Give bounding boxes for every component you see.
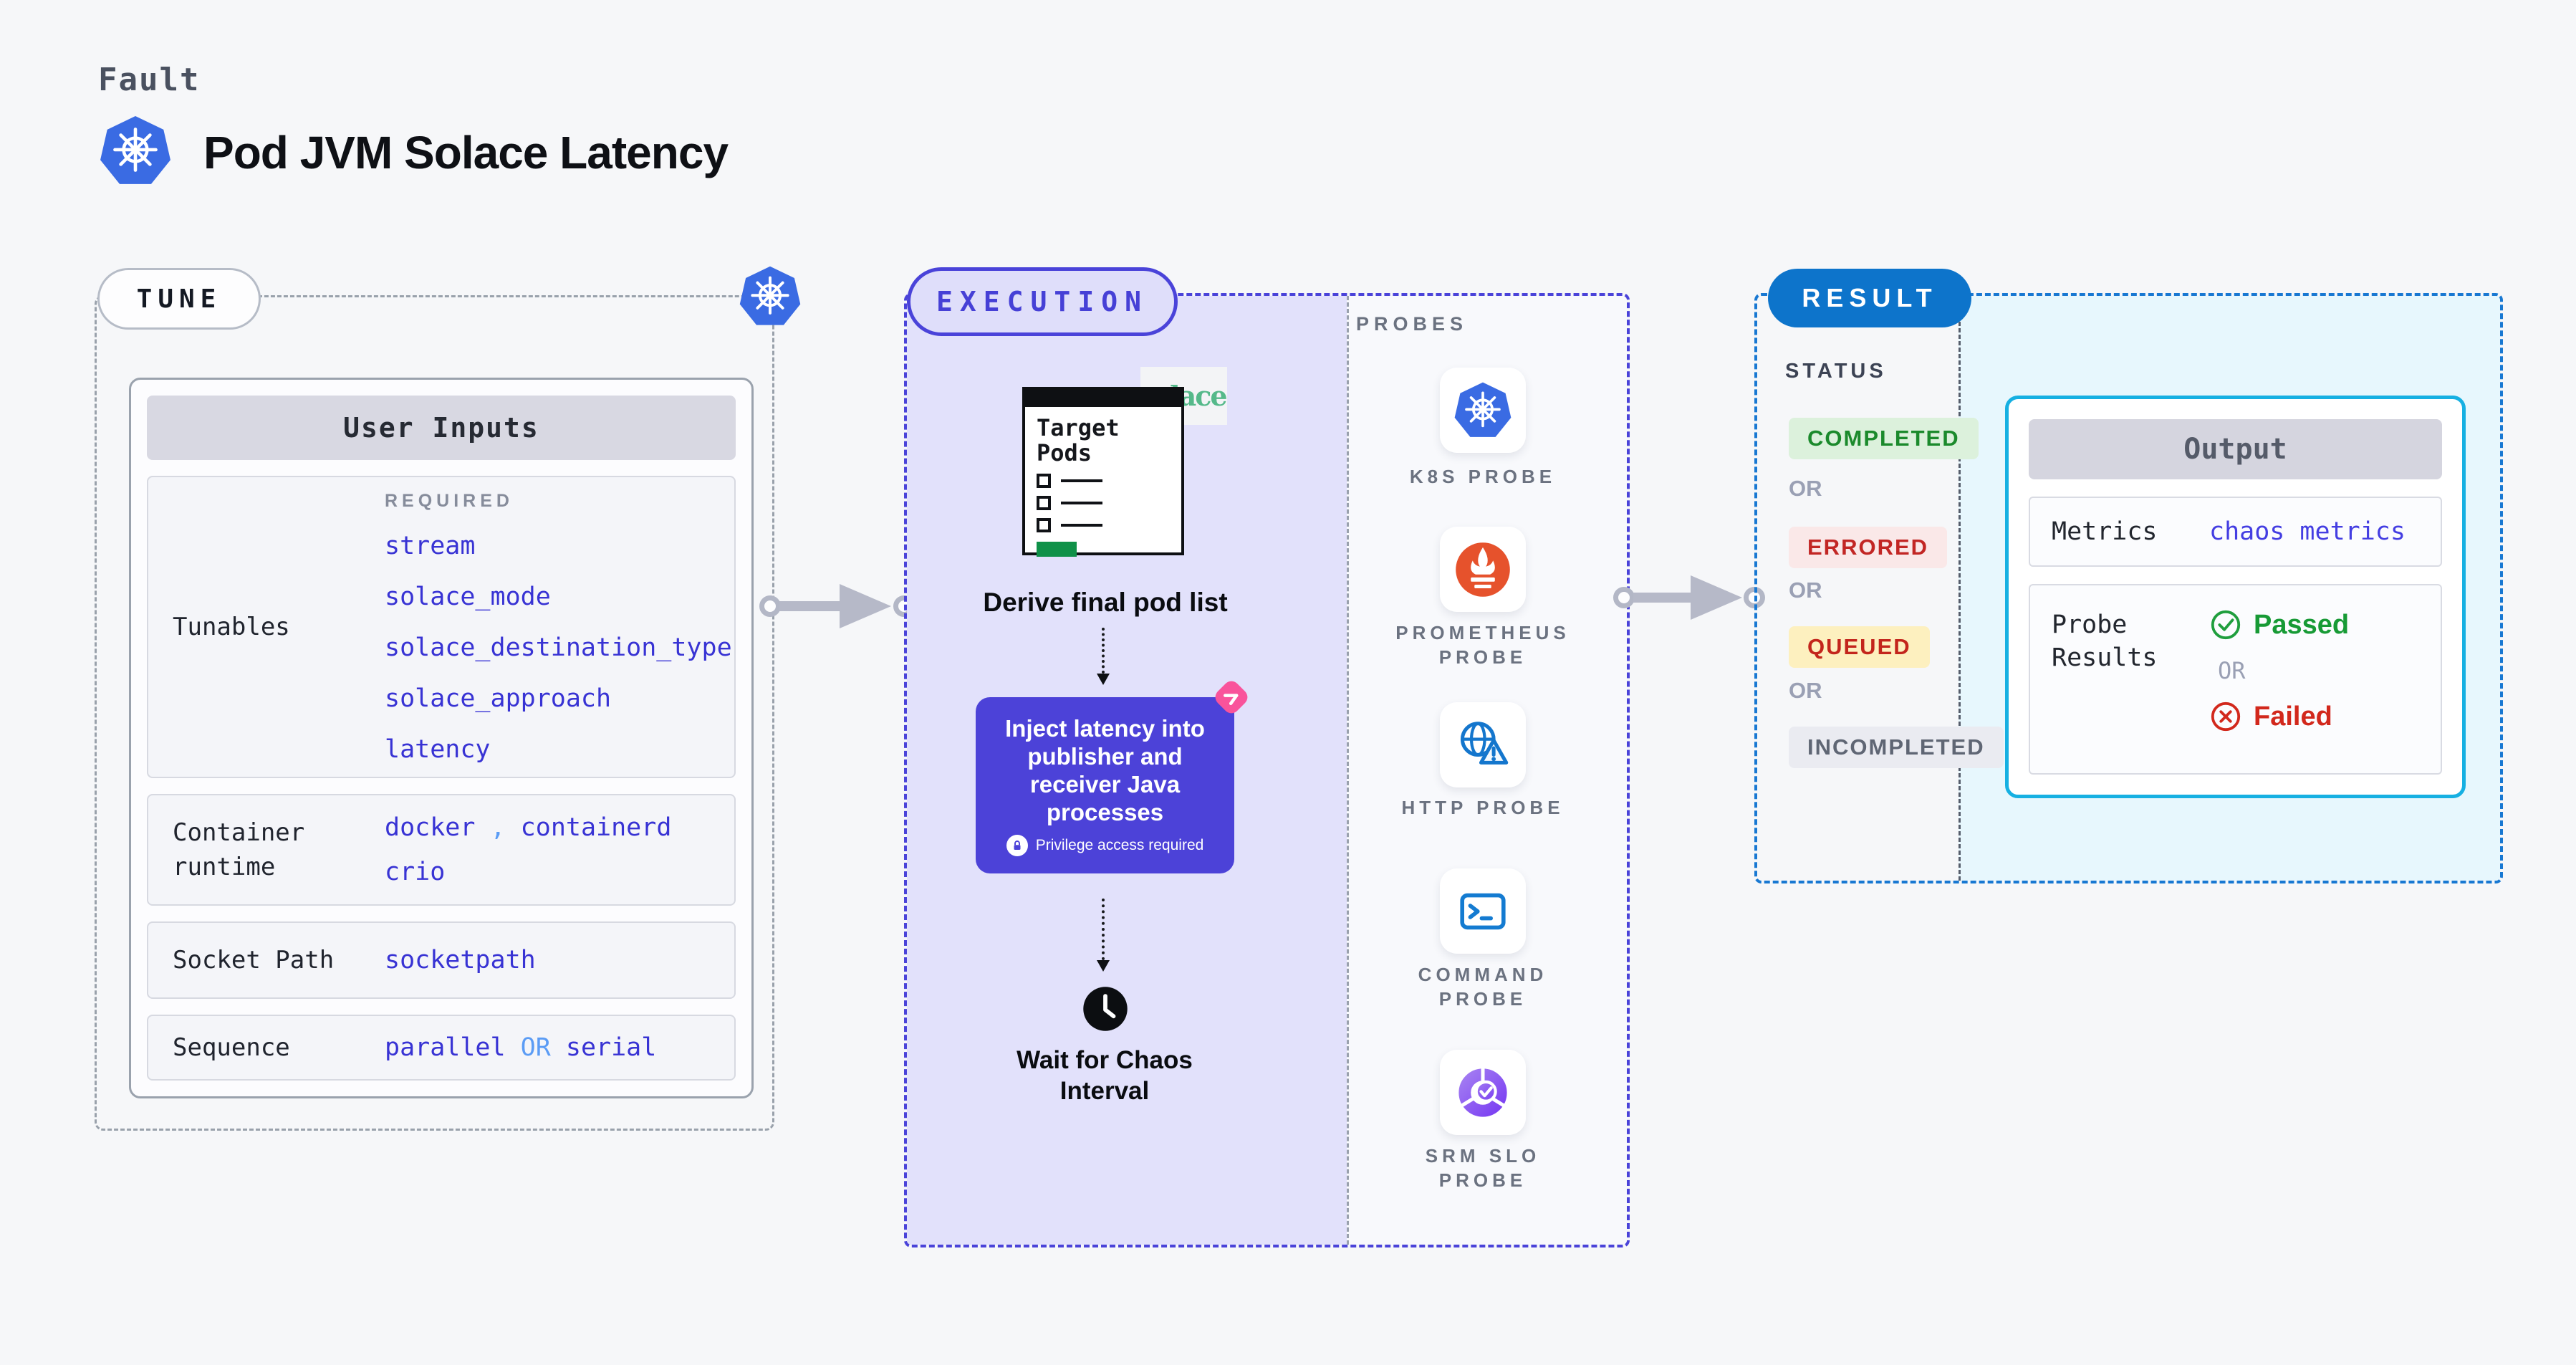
container-runtime-value-line: crio [385,858,446,886]
or-label: OR [2218,657,2246,684]
probe-result-passed: Passed [2209,608,2349,641]
pod-list-item [1037,518,1181,532]
inject-latency-text: Inject latency into publisher and receiv… [1005,715,1205,825]
status-badge-completed: COMPLETED [1789,418,1979,459]
k8s-probe-icon [1454,382,1512,437]
green-button-shape [1037,542,1077,557]
tunables-values: REQUIRED stream solace_mode solace_desti… [385,477,734,777]
metrics-value: chaos metrics [2209,517,2406,546]
target-pods-illustration: Target Pods [1022,387,1184,557]
sequence-value: parallel OR serial [385,1033,657,1062]
http-probe-card [1440,702,1526,787]
page-title: Pod JVM Solace Latency [203,127,729,178]
kubernetes-icon [99,115,172,188]
tune-to-execution-arrow [759,584,915,628]
pod-list-item [1037,496,1181,510]
command-probe-card [1440,868,1526,954]
pod-list-item [1037,474,1181,488]
output-title: Output [2029,419,2442,479]
tunable-value: latency [385,734,491,764]
status-title: STATUS [1785,360,1887,383]
lock-icon [1006,835,1028,856]
wait-chaos-interval-label: Wait for Chaos Interval [1017,1046,1193,1105]
tunable-value: stream [385,531,476,560]
checkbox-icon [1037,496,1051,510]
metrics-row: Metrics chaos metrics [2029,497,2442,567]
execution-badge: EXECUTION [907,267,1178,336]
prometheus-probe-icon [1456,542,1510,597]
x-circle-icon [2211,701,2241,732]
sequence-row: Sequence parallel OR serial [147,1015,736,1081]
tunable-value: solace_destination_type [385,633,732,662]
k8s-probe-label: K8S PROBE [1409,466,1557,487]
status-badge-errored: ERRORED [1789,527,1948,568]
srm-slo-probe-icon [1458,1065,1507,1117]
socket-path-row: Socket Path socketpath [147,921,736,999]
status-badge-incompleted: INCOMPLETED [1789,727,2004,768]
or-label: OR [1789,476,1822,501]
container-runtime-row: Container runtime docker , containerd cr… [147,794,736,906]
probe-result-failed: Failed [2209,700,2349,733]
container-runtime-values: docker , containerd crio [385,795,734,904]
derive-pod-list-label: Derive final pod list [983,588,1228,617]
metrics-label: Metrics [2052,517,2158,546]
probe-results-label: Probe Results [2052,610,2158,672]
inject-latency-step: Inject latency into publisher and receiv… [976,697,1234,873]
separator: , [490,813,506,842]
tunables-label: Tunables [173,613,290,641]
srm-slo-probe-card [1440,1050,1526,1135]
prometheus-probe-card [1440,527,1526,612]
user-inputs-title: User Inputs [147,396,736,460]
checkbox-icon [1037,474,1051,488]
http-probe-label: HTTP PROBE [1401,797,1565,818]
checkbox-icon [1037,518,1051,532]
socket-path-label: Socket Path [173,946,335,974]
sequence-label: Sequence [173,1033,290,1062]
container-runtime-label: Container runtime [173,818,305,881]
result-badge: RESULT [1768,269,1971,327]
fault-kicker: Fault [98,62,201,98]
container-runtime-value-line: docker , containerd [385,813,672,842]
clock-icon [1082,986,1128,1032]
k8s-probe-card [1440,368,1526,453]
required-label: REQUIRED [385,490,514,511]
or-label: OR [1789,578,1822,603]
target-pods-title: Target Pods [1037,414,1120,466]
output-card: Output Metrics chaos metrics Probe Resul… [2005,396,2466,798]
http-probe-icon [1460,721,1509,765]
check-circle-icon [2211,610,2241,640]
probes-title: PROBES [1356,313,1469,335]
flow-arrow-down [1097,628,1110,685]
kubernetes-corner-icon [739,265,802,328]
status-badge-queued: QUEUED [1789,626,1930,668]
flow-arrow-down [1097,899,1110,972]
execution-to-result-arrow [1613,575,1765,620]
user-inputs-card: User Inputs Tunables REQUIRED stream sol… [129,378,754,1098]
command-probe-icon [1460,893,1506,929]
tune-badge: TUNE [97,268,261,330]
document-title-bar [1025,390,1181,407]
tunables-row: Tunables REQUIRED stream solace_mode sol… [147,476,736,778]
tune-section-box [95,295,774,1131]
or-label: OR [1789,678,1822,703]
tunable-value: solace_approach [385,684,612,713]
socket-path-value: socketpath [385,946,536,974]
chaos-pinwheel-icon [1212,678,1251,717]
privilege-note: Privilege access required [1006,835,1203,856]
tunable-value: solace_mode [385,582,551,611]
probe-results-row: Probe Results Passed OR Faile [2029,584,2442,775]
